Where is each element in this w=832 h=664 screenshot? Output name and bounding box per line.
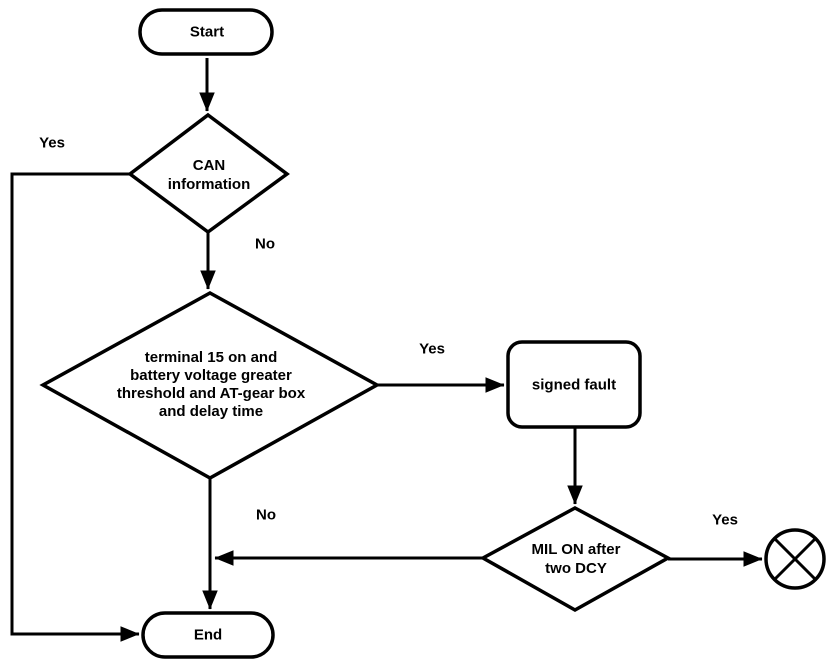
- can-no-edge-label: No: [255, 235, 275, 253]
- terminal-decision-label-line4: and delay time: [158, 403, 264, 420]
- mil-yes-edge-label: Yes: [712, 511, 738, 529]
- can-decision-label-line1: CAN: [192, 157, 226, 174]
- mil-decision-label-line2: two DCY: [545, 560, 607, 577]
- start-label: Start: [189, 23, 225, 41]
- mil-decision-label-line1: MIL ON after: [531, 541, 621, 558]
- terminal-decision-label-line1: terminal 15 on and: [144, 349, 278, 366]
- signed-fault-node: [506, 340, 642, 429]
- can-decision-node: [127, 112, 290, 235]
- can-yes-edge-label: Yes: [39, 134, 65, 152]
- terminal-decision-node: [39, 291, 381, 481]
- terminal-decision-label: terminal 15 on and battery voltage great…: [117, 349, 305, 421]
- end-label: End: [193, 626, 223, 644]
- can-decision-label: CAN information: [168, 156, 251, 194]
- terminal-decision-label-line3: threshold and AT-gear box: [116, 385, 306, 402]
- circle-x-connector-icon: [764, 528, 826, 590]
- terminal-decision-label-line2: battery voltage greater: [130, 367, 292, 384]
- can-decision-label-line2: information: [167, 176, 251, 193]
- terminal-no-edge-label: No: [256, 506, 276, 524]
- signed-fault-label: signed fault: [531, 376, 617, 394]
- terminal-yes-edge-label: Yes: [419, 340, 445, 358]
- mil-decision-node: [479, 506, 672, 613]
- edge-can-yes-to-end: [10, 172, 140, 642]
- mil-decision-label: MIL ON after two DCY: [532, 540, 621, 578]
- end-node: [141, 611, 275, 659]
- start-node: [138, 8, 274, 56]
